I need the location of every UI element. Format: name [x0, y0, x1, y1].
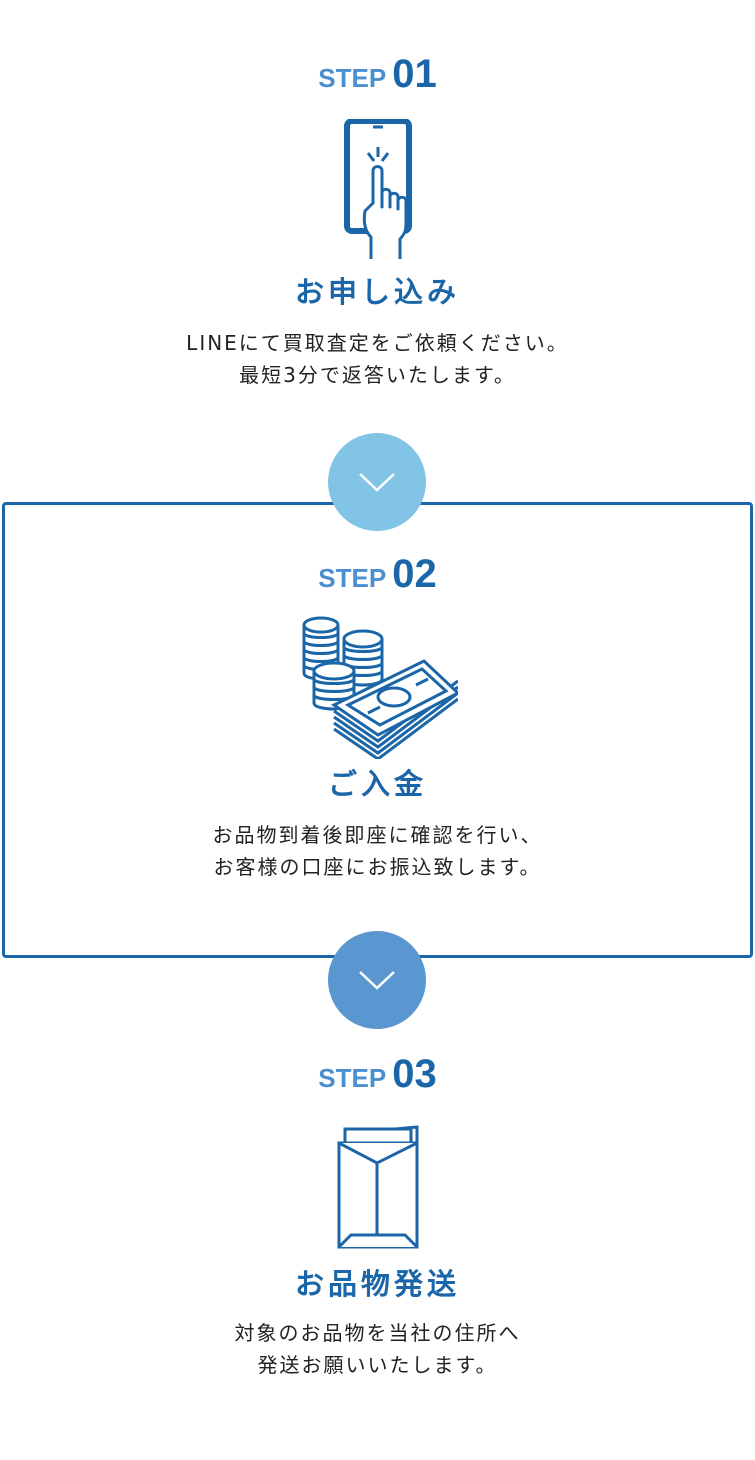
envelope-documents-icon: [337, 1125, 418, 1249]
step-description: お品物到着後即座に確認を行い、お客様の口座にお振込致します。: [0, 819, 755, 883]
step-title: お品物発送: [294, 1267, 460, 1301]
step-number: 02: [392, 552, 437, 596]
desc-line: お品物到着後即座に確認を行い、: [212, 823, 543, 847]
step-word: STEP: [318, 1063, 387, 1093]
desc-line: LINEにて買取査定をご依頼ください。: [186, 331, 569, 355]
smartphone-tap-icon: [343, 119, 412, 259]
step-title: ご入金: [327, 767, 427, 801]
coins-and-cash-icon: [302, 616, 458, 759]
step-title: お申し込み: [294, 275, 460, 309]
desc-line: 最短3分で返答いたします。: [239, 363, 516, 387]
step-description: LINEにて買取査定をご依頼ください。最短3分で返答いたします。: [0, 327, 755, 391]
step-description: 対象のお品物を当社の住所へ発送お願いいたします。: [0, 1317, 755, 1381]
step-number: 01: [392, 52, 437, 96]
step-word: STEP: [318, 563, 387, 593]
step-word: STEP: [318, 63, 387, 93]
step-number: 03: [392, 1052, 437, 1096]
desc-line: 発送お願いいたします。: [257, 1353, 498, 1377]
chevron-down-icon: [359, 971, 395, 990]
desc-line: お客様の口座にお振込致します。: [213, 855, 542, 879]
next-step-arrow: [328, 931, 426, 1029]
next-step-arrow: [328, 433, 426, 531]
chevron-down-icon: [359, 473, 395, 492]
desc-line: 対象のお品物を当社の住所へ: [234, 1321, 521, 1345]
